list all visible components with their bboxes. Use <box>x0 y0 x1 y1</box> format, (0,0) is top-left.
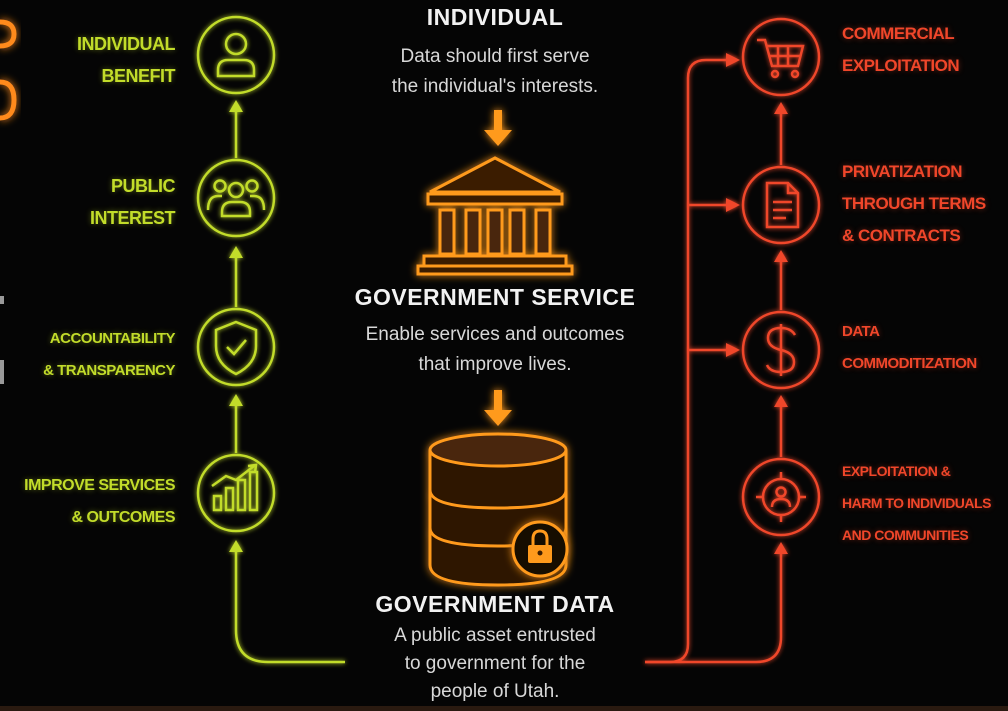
government-service-description-line: Enable services and outcomes <box>365 324 625 345</box>
person-icon <box>216 32 256 78</box>
government-data-description-line: to government for the <box>404 653 586 674</box>
left-label-line: INTEREST <box>89 208 176 228</box>
building-icon <box>416 156 574 276</box>
left-label-line: INDIVIDUAL <box>77 34 176 54</box>
right-label-commercial-exploitation: COMMERCIAL EXPLOITATION <box>842 18 1002 82</box>
left-label-improve-services: IMPROVE SERVICES & OUTCOMES <box>4 470 175 534</box>
government-service-description: Enable services and outcomes that improv… <box>325 320 665 380</box>
left-label-line: IMPROVE SERVICES <box>24 477 175 494</box>
right-arrowheads <box>726 53 788 554</box>
right-label-line: DATA <box>842 323 880 340</box>
right-feed-line <box>645 552 783 664</box>
dollar-icon <box>765 324 797 376</box>
right-label-line: EXPLOITATION <box>842 56 960 75</box>
left-node-circle <box>196 307 276 387</box>
individual-description-line: Data should first serve <box>400 46 590 67</box>
left-label-line: BENEFIT <box>101 66 175 86</box>
left-label-public-interest: PUBLIC INTEREST <box>40 170 176 234</box>
document-icon <box>765 181 800 229</box>
right-chain <box>645 17 821 664</box>
left-chain <box>196 15 345 664</box>
left-node-circle <box>196 158 276 238</box>
right-label-data-commoditization: DATA COMMODITIZATION <box>842 316 1006 380</box>
right-label-line: AND COMMUNITIES <box>842 527 969 543</box>
left-node-circle <box>196 15 276 95</box>
left-label-individual-benefit: INDIVIDUAL BENEFIT <box>40 28 176 92</box>
government-service-title: GOVERNMENT SERVICE <box>354 284 636 310</box>
shopping-cart-icon <box>757 38 805 79</box>
left-node-circle <box>196 453 276 533</box>
bar-chart-icon <box>211 463 259 512</box>
left-label-line: PUBLIC <box>111 176 176 196</box>
right-node-circle <box>741 457 821 537</box>
center-arrows <box>484 110 512 426</box>
right-label-line: PRIVATIZATION <box>842 162 963 181</box>
lock-badge-icon <box>511 520 569 578</box>
left-label-line: & OUTCOMES <box>71 509 176 526</box>
left-label-line: ACCOUNTABILITY <box>49 330 176 347</box>
right-label-line: & CONTRACTS <box>842 226 961 245</box>
government-data-title: GOVERNMENT DATA <box>375 591 615 617</box>
left-label-accountability: ACCOUNTABILITY & TRANSPARENCY <box>10 323 175 387</box>
left-label-line: & TRANSPARENCY <box>43 362 175 379</box>
target-person-icon <box>756 472 806 522</box>
right-node-circle <box>741 165 821 245</box>
right-label-exploitation-harm: EXPLOITATION & HARM TO INDIVIDUALS AND C… <box>842 455 1006 551</box>
left-edge-gray-marks <box>0 296 4 384</box>
government-data-description: A public asset entrusted to government f… <box>325 622 665 706</box>
individual-description: Data should first serve the individual's… <box>325 42 665 102</box>
government-data-description-line: people of Utah. <box>430 681 560 702</box>
bottom-edge-strip <box>0 706 1008 711</box>
right-label-line: EXPLOITATION & <box>842 463 951 479</box>
left-arrowheads <box>229 100 243 552</box>
individual-description-line: the individual's interests. <box>391 76 599 97</box>
right-node-circle <box>741 310 821 390</box>
shield-check-icon <box>214 320 258 376</box>
government-service-description-line: that improve lives. <box>418 354 572 375</box>
right-label-line: COMMERCIAL <box>842 24 955 43</box>
group-icon <box>206 179 266 218</box>
government-data-description-line: A public asset entrusted <box>394 625 596 646</box>
right-label-line: COMMODITIZATION <box>842 355 977 372</box>
right-node-circle <box>741 17 821 97</box>
left-feed-line <box>234 550 345 664</box>
right-label-line: HARM TO INDIVIDUALS <box>842 495 991 511</box>
left-edge-decoration <box>0 19 17 121</box>
right-label-privatization: PRIVATIZATION THROUGH TERMS & CONTRACTS <box>842 156 1005 252</box>
right-label-line: THROUGH TERMS <box>842 194 986 213</box>
individual-title: INDIVIDUAL <box>426 4 564 30</box>
